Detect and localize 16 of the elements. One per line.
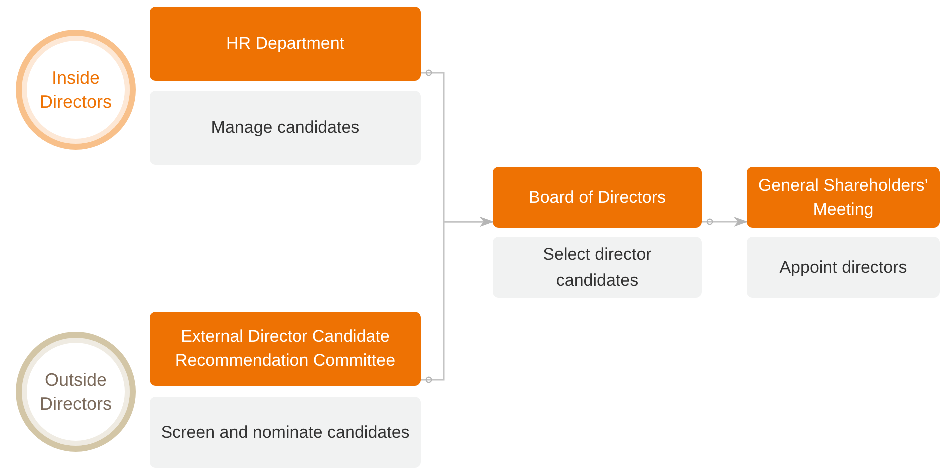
process-box: [493, 167, 702, 228]
connector-arrow: [421, 217, 494, 384]
process-box: [150, 7, 421, 81]
node-label: Select director candidates: [542, 244, 653, 292]
node-label: Outside Directors: [39, 369, 114, 416]
node-label: Inside Directors: [39, 67, 114, 114]
node-label: Board of Directors: [529, 186, 666, 208]
connector-arrow: [702, 217, 748, 227]
node-label: General Shareholders’ Meeting: [757, 174, 930, 220]
process-box: [150, 312, 421, 386]
process-box: [747, 167, 940, 228]
node-label: Manage candidates: [211, 117, 360, 139]
node-label: HR Department: [226, 33, 345, 55]
node-label: Appoint directors: [780, 256, 908, 278]
node-label: External Director Candidate Recommendation Committee: [174, 326, 397, 372]
node-label: Screen and nominate candidates: [161, 422, 410, 444]
